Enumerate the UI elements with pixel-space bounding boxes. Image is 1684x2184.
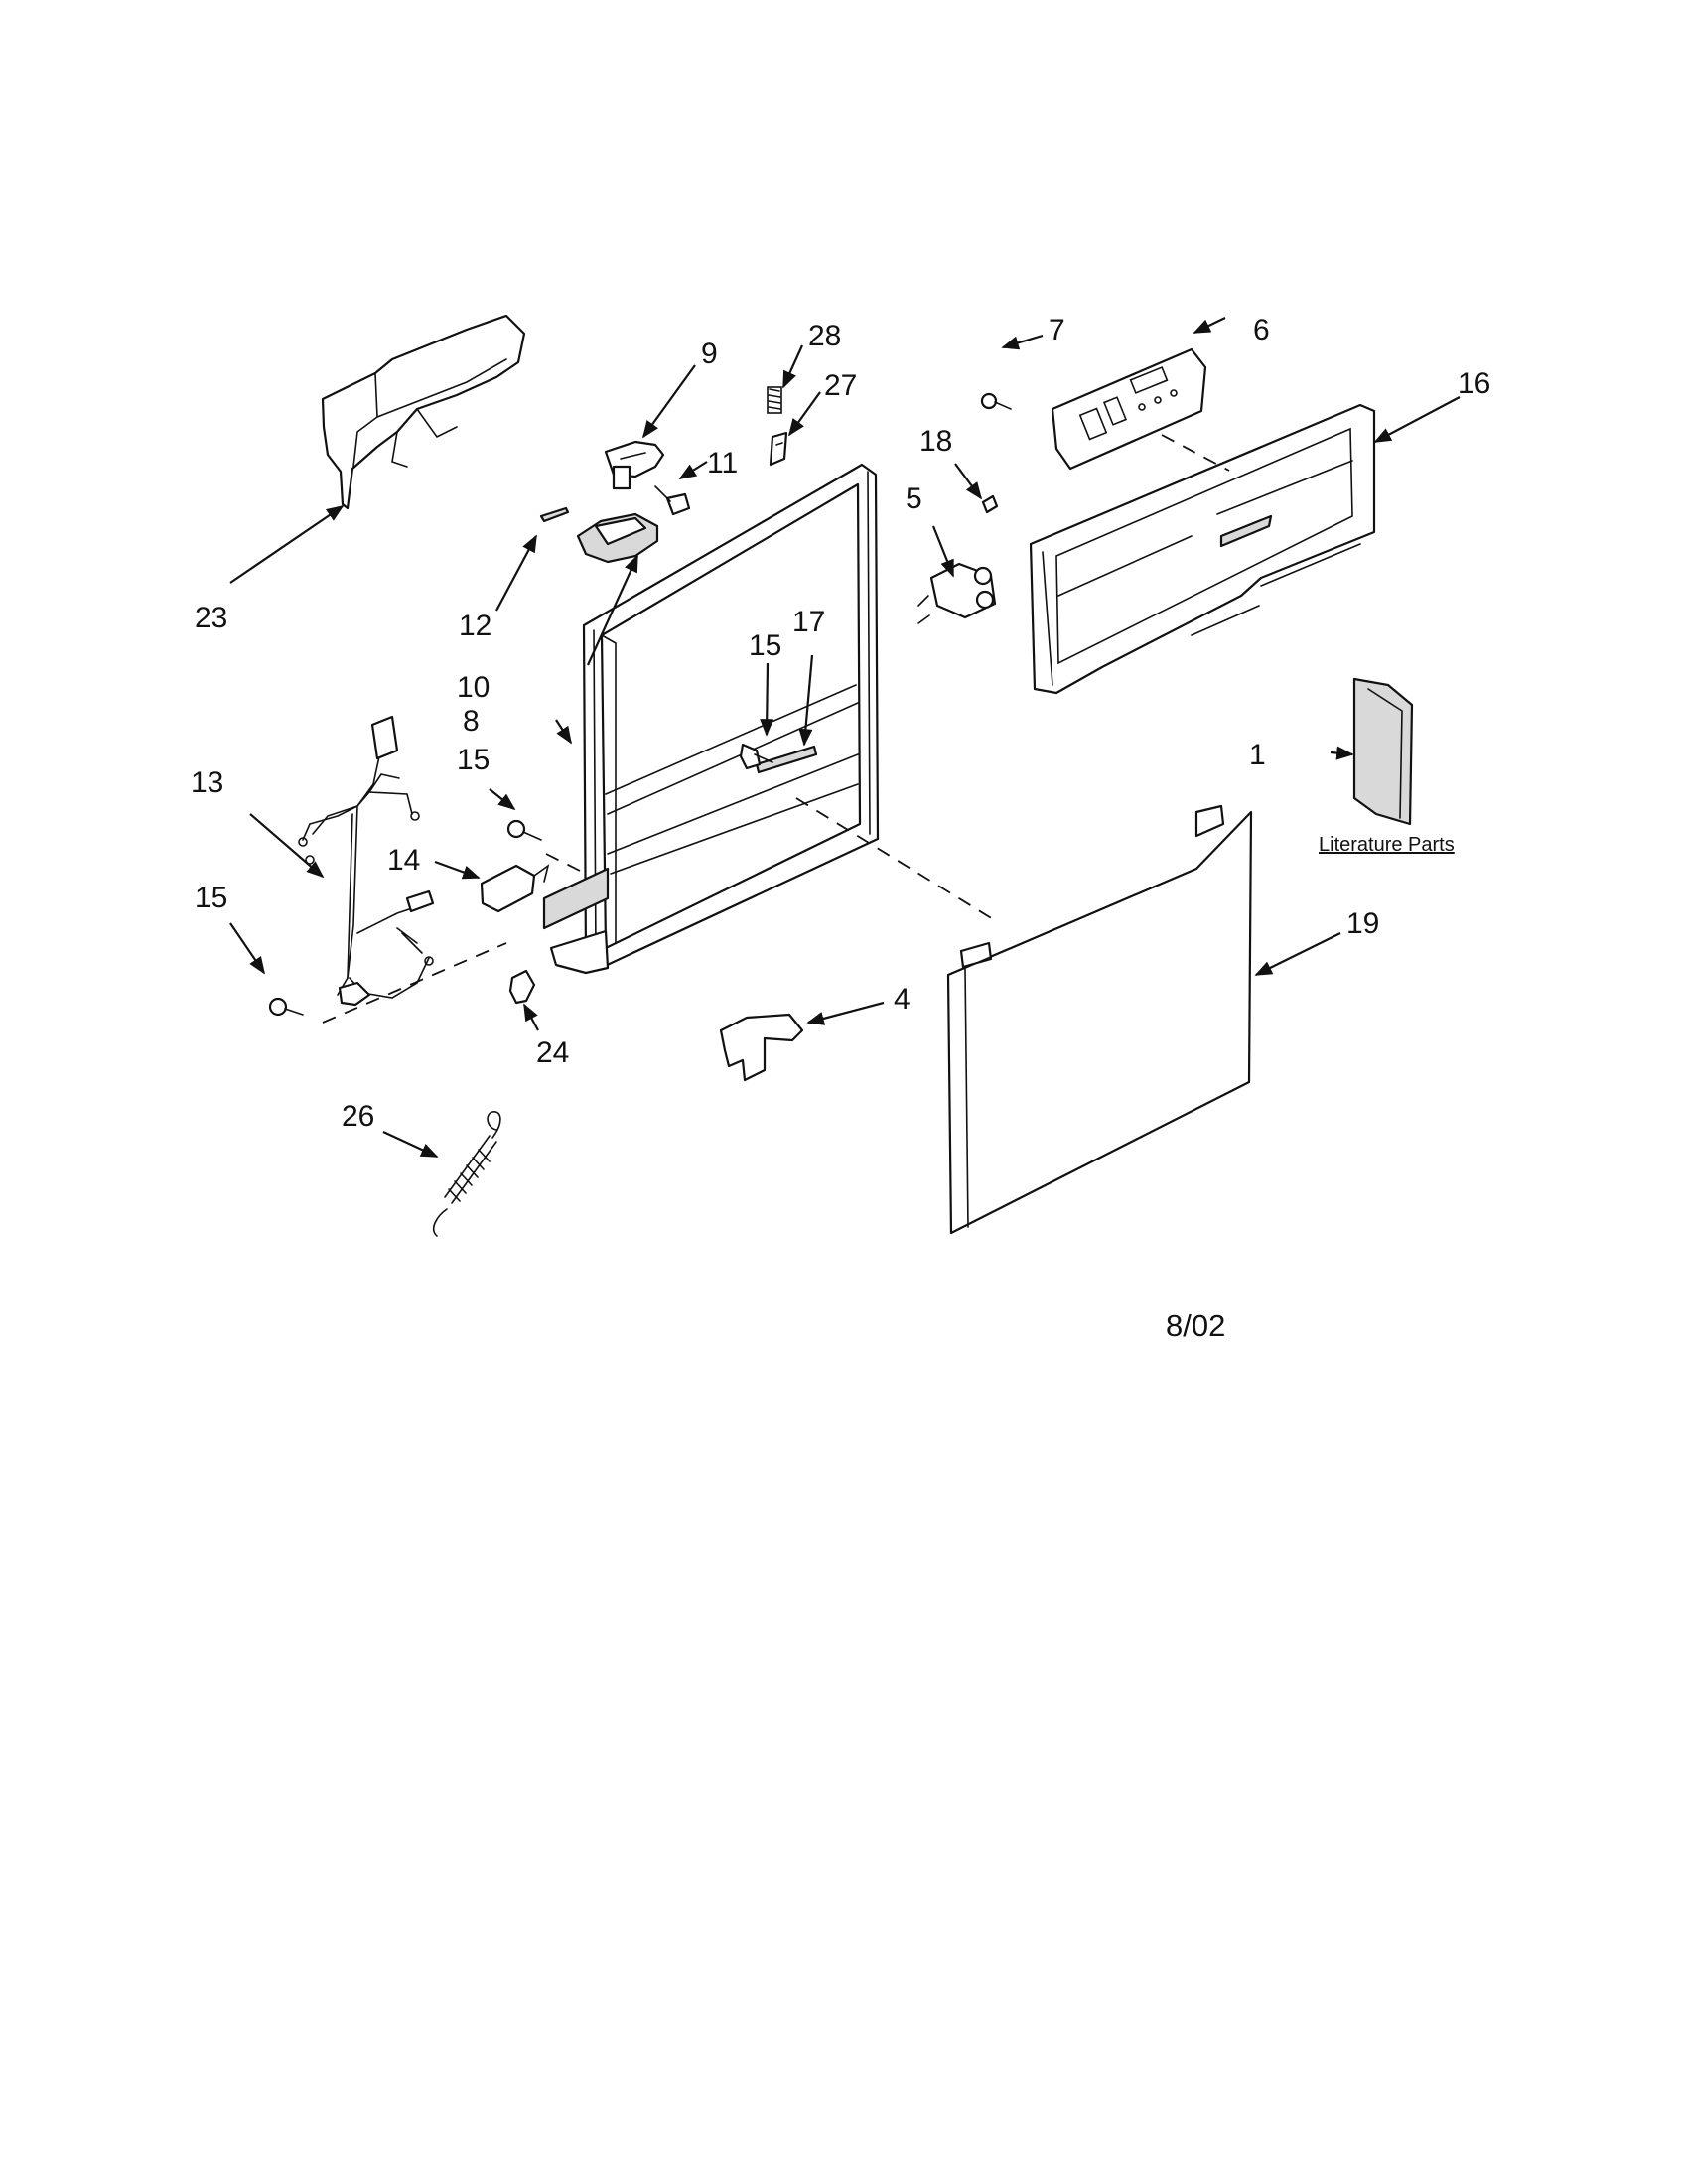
callout-23: 23 — [195, 602, 227, 634]
callout-15-left: 15 — [195, 882, 227, 914]
part-15-screw-center — [739, 743, 773, 770]
part-27-clip — [769, 431, 788, 467]
part-7-screw — [980, 392, 1012, 410]
callout-9: 9 — [701, 338, 718, 370]
callout-17: 17 — [792, 606, 825, 638]
part-1-literature — [1352, 677, 1414, 826]
callout-26: 26 — [342, 1100, 374, 1133]
callout-18: 18 — [919, 425, 952, 458]
assembly-lines — [322, 434, 1230, 1024]
callout-27: 27 — [824, 369, 857, 402]
part-18-clip — [981, 494, 999, 514]
callout-15-top: 15 — [749, 629, 781, 662]
callout-10: 10 — [457, 671, 490, 704]
part-11-switch — [654, 485, 691, 516]
part-19-outer-door-panel — [946, 804, 1253, 1235]
part-8-inner-door-frame — [542, 463, 880, 975]
part-23-vent-cover — [321, 314, 526, 510]
callout-15-mid: 15 — [457, 744, 490, 776]
callout-12: 12 — [459, 610, 491, 642]
callout-1: 1 — [1249, 739, 1266, 771]
leader-lines — [229, 317, 1461, 1158]
part-6-control-board — [1051, 347, 1207, 471]
part-12-pin — [539, 506, 570, 523]
part-16-console — [1029, 403, 1376, 695]
callout-24: 24 — [536, 1036, 569, 1069]
part-26-spring — [432, 1111, 501, 1237]
callout-28: 28 — [808, 320, 841, 352]
callout-11: 11 — [707, 447, 738, 479]
callout-16: 16 — [1458, 367, 1490, 400]
part-10-latch-base — [576, 512, 659, 564]
part-15-screw-left — [506, 819, 542, 841]
part-4-hinge — [719, 1013, 804, 1082]
callout-labels: 1 4 5 6 7 8 9 10 11 12 13 14 15 15 15 16… — [191, 314, 1490, 1133]
part-9-latch — [604, 440, 665, 490]
part-17-strip — [755, 745, 818, 774]
part-24-clip — [508, 969, 536, 1005]
part-13-wiring-harness — [298, 715, 435, 1007]
revision-date: 8/02 — [1166, 1308, 1225, 1343]
callout-19: 19 — [1346, 907, 1379, 940]
callout-4: 4 — [894, 983, 911, 1016]
callout-7: 7 — [1049, 314, 1065, 346]
callout-6: 6 — [1253, 314, 1270, 346]
part-15-screw-bottom — [268, 997, 304, 1017]
callout-8: 8 — [463, 705, 480, 738]
part-28-spring — [767, 386, 782, 414]
part-14-connector — [480, 864, 550, 913]
literature-parts-label: Literature Parts — [1319, 834, 1455, 856]
callout-13: 13 — [191, 766, 223, 799]
callout-14: 14 — [387, 844, 420, 877]
callout-5: 5 — [906, 482, 922, 515]
part-5-switch — [917, 562, 997, 624]
